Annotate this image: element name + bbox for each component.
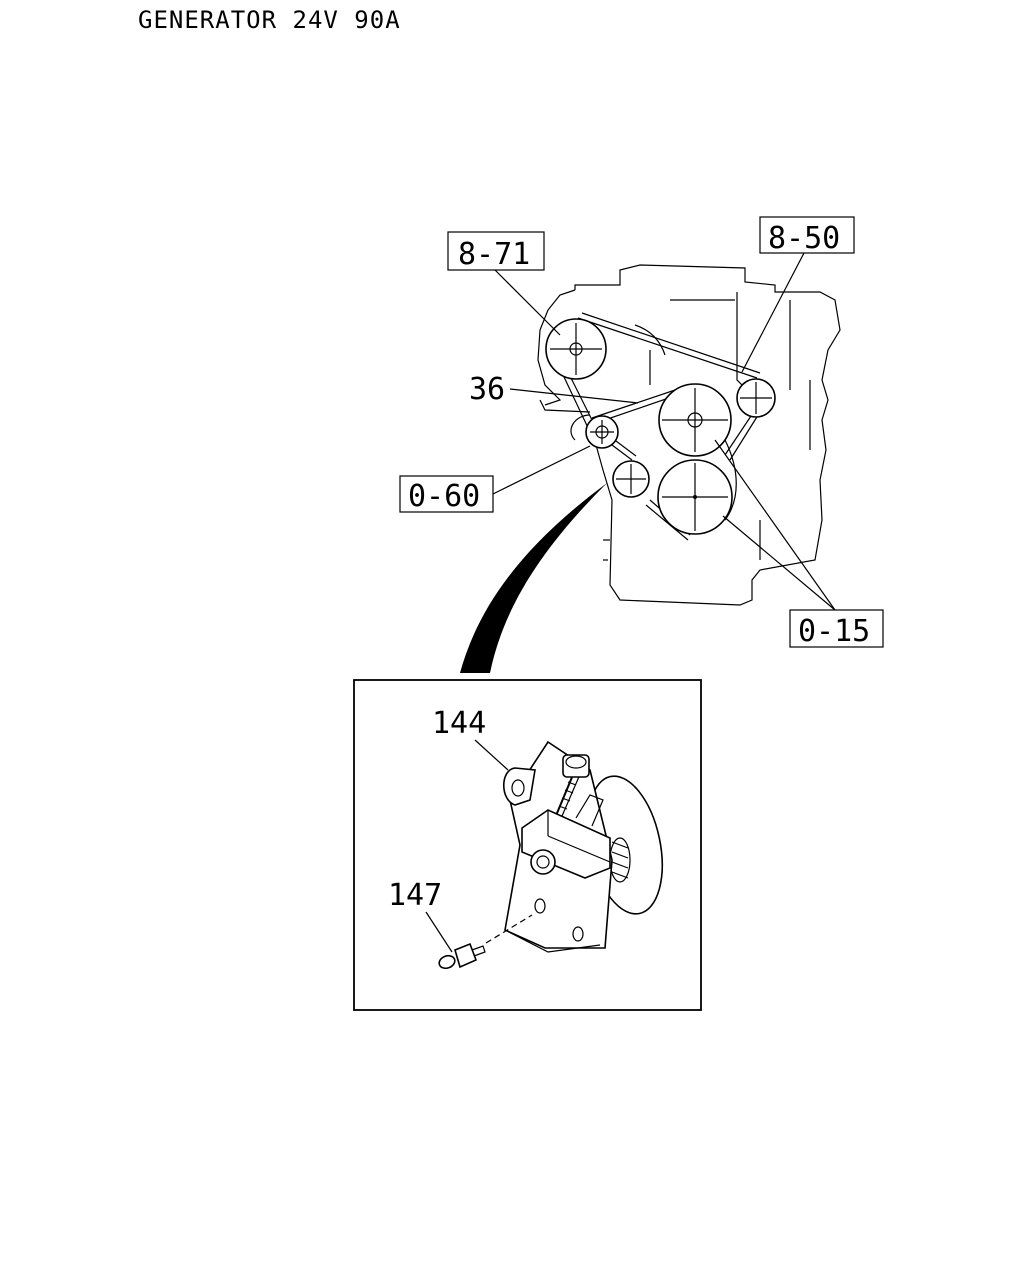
pulley-crank xyxy=(657,459,733,535)
leader-36 xyxy=(509,388,639,404)
part-144-label[interactable]: 144 xyxy=(432,706,486,741)
detail-pointer xyxy=(460,483,607,673)
part-147-label[interactable]: 147 xyxy=(388,878,442,913)
pulley-tensioner xyxy=(612,460,650,498)
callout-0-60[interactable]: 0-60 xyxy=(399,475,494,514)
leader-0-15-b xyxy=(722,515,836,611)
pulley-8-50 xyxy=(736,378,776,418)
pulley-idler-0-60 xyxy=(585,415,619,449)
callout-36-label[interactable]: 36 xyxy=(469,372,505,407)
leader-8-50 xyxy=(741,252,805,373)
callout-0-60-label: 0-60 xyxy=(408,479,480,514)
pulley-8-71 xyxy=(545,318,607,380)
callout-8-71-label: 8-71 xyxy=(458,237,530,272)
leader-144 xyxy=(474,739,509,771)
bolt-147 xyxy=(438,914,533,970)
leader-0-15-a xyxy=(714,439,836,611)
callout-8-50[interactable]: 8-50 xyxy=(759,216,855,256)
engine-outline xyxy=(537,264,841,606)
callout-0-15-label: 0-15 xyxy=(798,614,870,649)
callout-0-15[interactable]: 0-15 xyxy=(789,609,884,649)
drive-belt xyxy=(555,312,761,541)
diagram-title: GENERATOR 24V 90A xyxy=(138,6,401,34)
callout-8-71[interactable]: 8-71 xyxy=(447,231,545,272)
leader-147 xyxy=(425,911,453,953)
pulley-main-upper xyxy=(658,383,732,457)
leader-8-71 xyxy=(494,269,561,336)
callout-8-50-label: 8-50 xyxy=(768,221,840,256)
leader-0-60 xyxy=(492,445,591,495)
tensioner-assembly xyxy=(502,740,664,953)
